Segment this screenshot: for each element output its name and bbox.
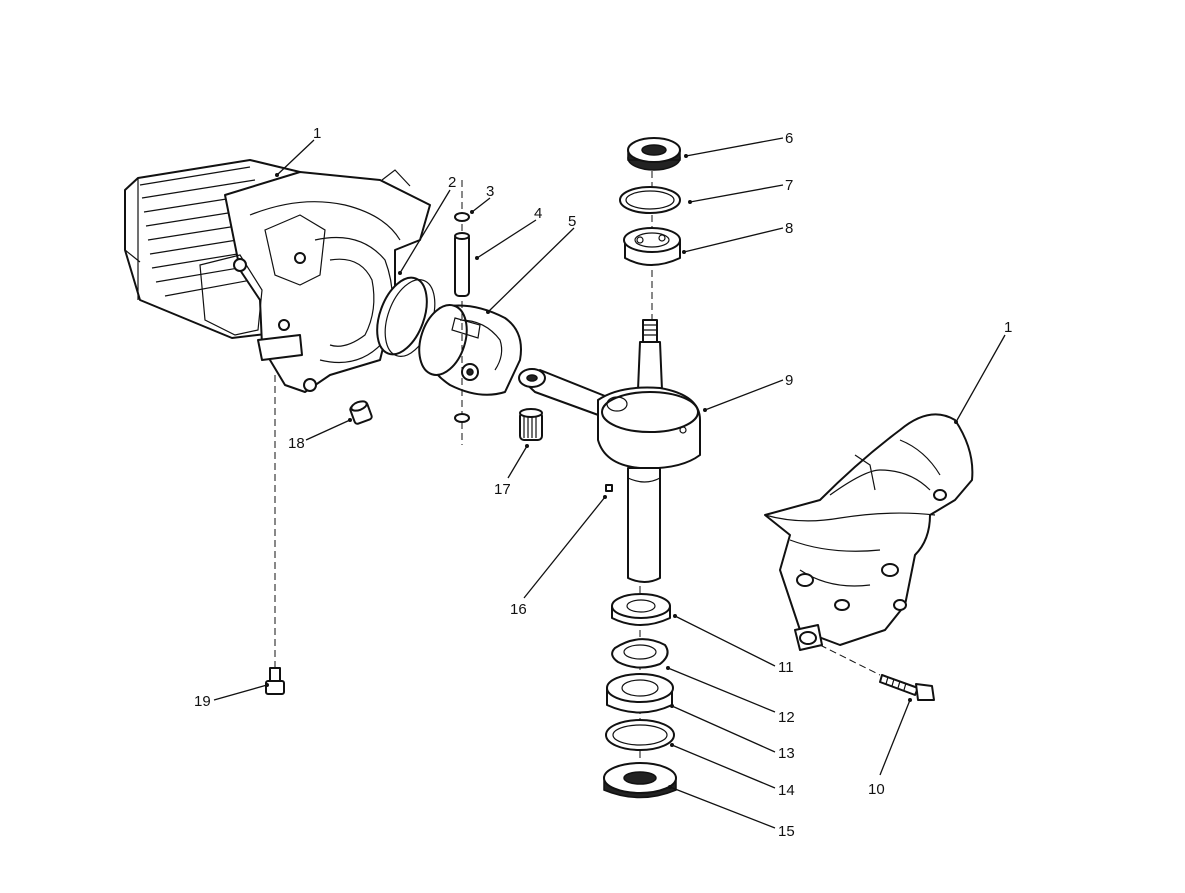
lower-seal-stack [603, 586, 677, 799]
callout-1-left: 1 [313, 125, 321, 142]
crankcase-half-left [124, 159, 431, 393]
callout-7: 7 [785, 177, 793, 194]
callout-15: 15 [778, 823, 795, 840]
piston [418, 304, 522, 396]
screw-bottom-left [265, 375, 285, 695]
needle-bearing [519, 408, 543, 441]
woodruff-key [605, 484, 613, 492]
callout-2: 2 [448, 174, 456, 191]
crankcase-half-right [764, 413, 974, 651]
callout-1-right: 1 [1004, 319, 1012, 336]
bushing [349, 400, 373, 425]
leader-lines [213, 137, 1006, 829]
callout-9: 9 [785, 372, 793, 389]
callout-16: 16 [510, 601, 527, 618]
upper-seal-stack [619, 137, 681, 325]
callout-12: 12 [778, 709, 795, 726]
callout-19: 19 [194, 693, 211, 710]
crankshaft [518, 319, 701, 583]
callout-10: 10 [868, 781, 885, 798]
callout-18: 18 [288, 435, 305, 452]
wrist-pin-assembly [454, 180, 470, 445]
callout-labels: 1 2 3 4 5 6 7 8 9 1 10 11 12 13 14 15 16… [194, 125, 1012, 840]
callout-6: 6 [785, 130, 793, 147]
callout-4: 4 [534, 205, 542, 222]
callout-13: 13 [778, 745, 795, 762]
callout-14: 14 [778, 782, 795, 799]
callout-8: 8 [785, 220, 793, 237]
callout-11: 11 [778, 659, 794, 676]
callout-5: 5 [568, 213, 576, 230]
callout-17: 17 [494, 481, 511, 498]
screw-right [819, 644, 935, 701]
callout-3: 3 [486, 183, 494, 200]
